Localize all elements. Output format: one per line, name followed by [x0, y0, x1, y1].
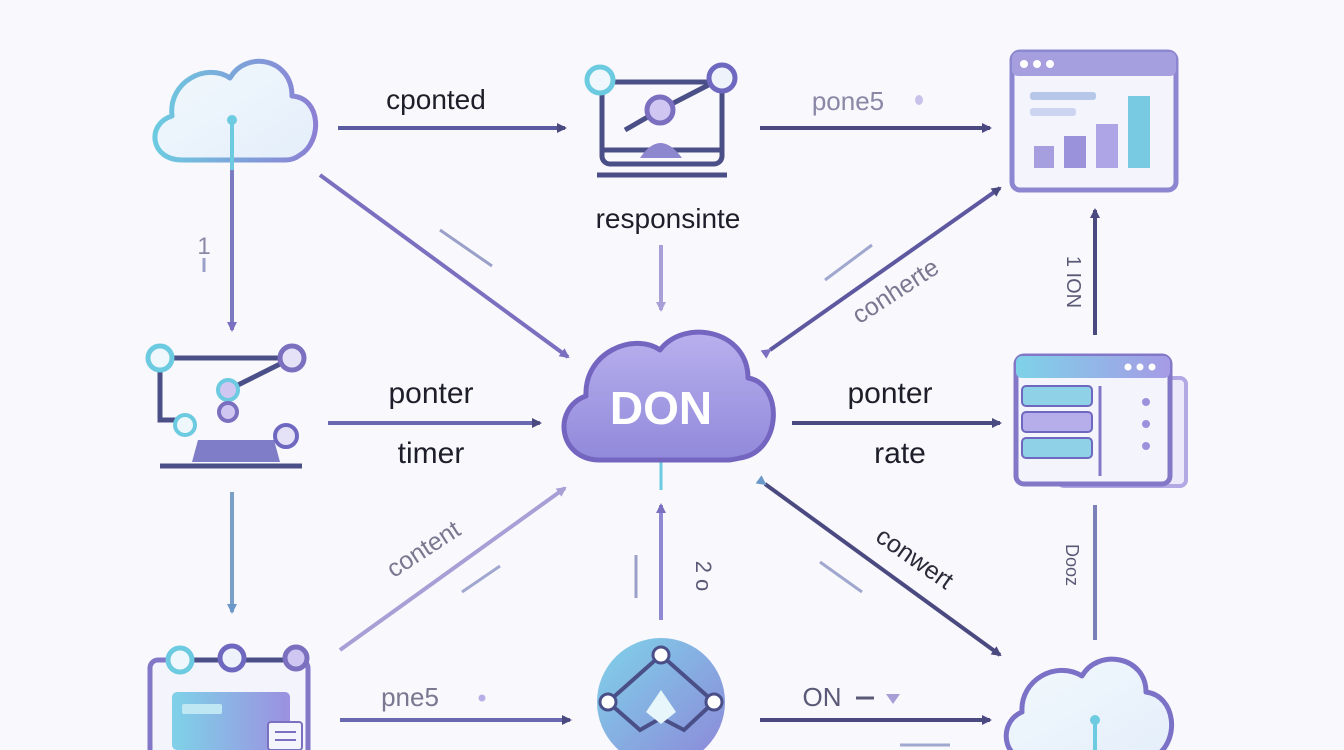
label-pne5: pne5 — [381, 682, 439, 712]
workflow-icon — [145, 343, 307, 469]
label-ion: 1 ION — [1062, 256, 1084, 308]
label-ponter-right: ponter — [847, 377, 932, 410]
workflow-icon — [584, 62, 738, 178]
label-rate: rate — [874, 437, 926, 470]
cloud-icon — [1003, 656, 1175, 750]
label-pne5-dot — [478, 694, 486, 702]
arrow-cloud-to-hub — [318, 173, 570, 359]
label-pone5: pone5 — [812, 86, 884, 116]
label-on: ON — [803, 682, 842, 712]
label-two-o: 2 o — [691, 561, 716, 592]
label-dooz: Dooz — [1062, 544, 1082, 586]
label-pone5-dot — [915, 95, 923, 105]
hub-cloud: DON — [561, 329, 776, 463]
label-conwert: conwert — [871, 522, 959, 595]
label-conherte: conherte — [847, 253, 944, 329]
label-content: content — [382, 515, 466, 583]
server-panel-icon — [1013, 353, 1188, 488]
label-on-mark — [886, 694, 900, 704]
arrow-hub-bottomcloud-double — [755, 475, 1002, 657]
dashboard-icon — [1009, 49, 1179, 193]
dash-e — [819, 560, 863, 594]
dash-c — [461, 564, 501, 594]
dash-b — [824, 243, 873, 282]
label-cponted: cponted — [386, 84, 486, 115]
label-responsinte: responsinte — [596, 203, 741, 234]
arrow-panel-to-hub — [338, 486, 567, 652]
network-sphere-icon — [597, 638, 725, 750]
label-left-one: 1 — [197, 233, 210, 260]
dash-a — [439, 228, 493, 268]
label-ponter-left: ponter — [388, 377, 473, 410]
hub-cloud-label: DON — [610, 382, 712, 434]
arrow-hub-dashboard-double — [760, 186, 1002, 359]
cloud-icon — [152, 58, 318, 170]
label-timer: timer — [398, 437, 465, 470]
panel-icon — [147, 643, 311, 750]
connectors — [227, 123, 1100, 747]
